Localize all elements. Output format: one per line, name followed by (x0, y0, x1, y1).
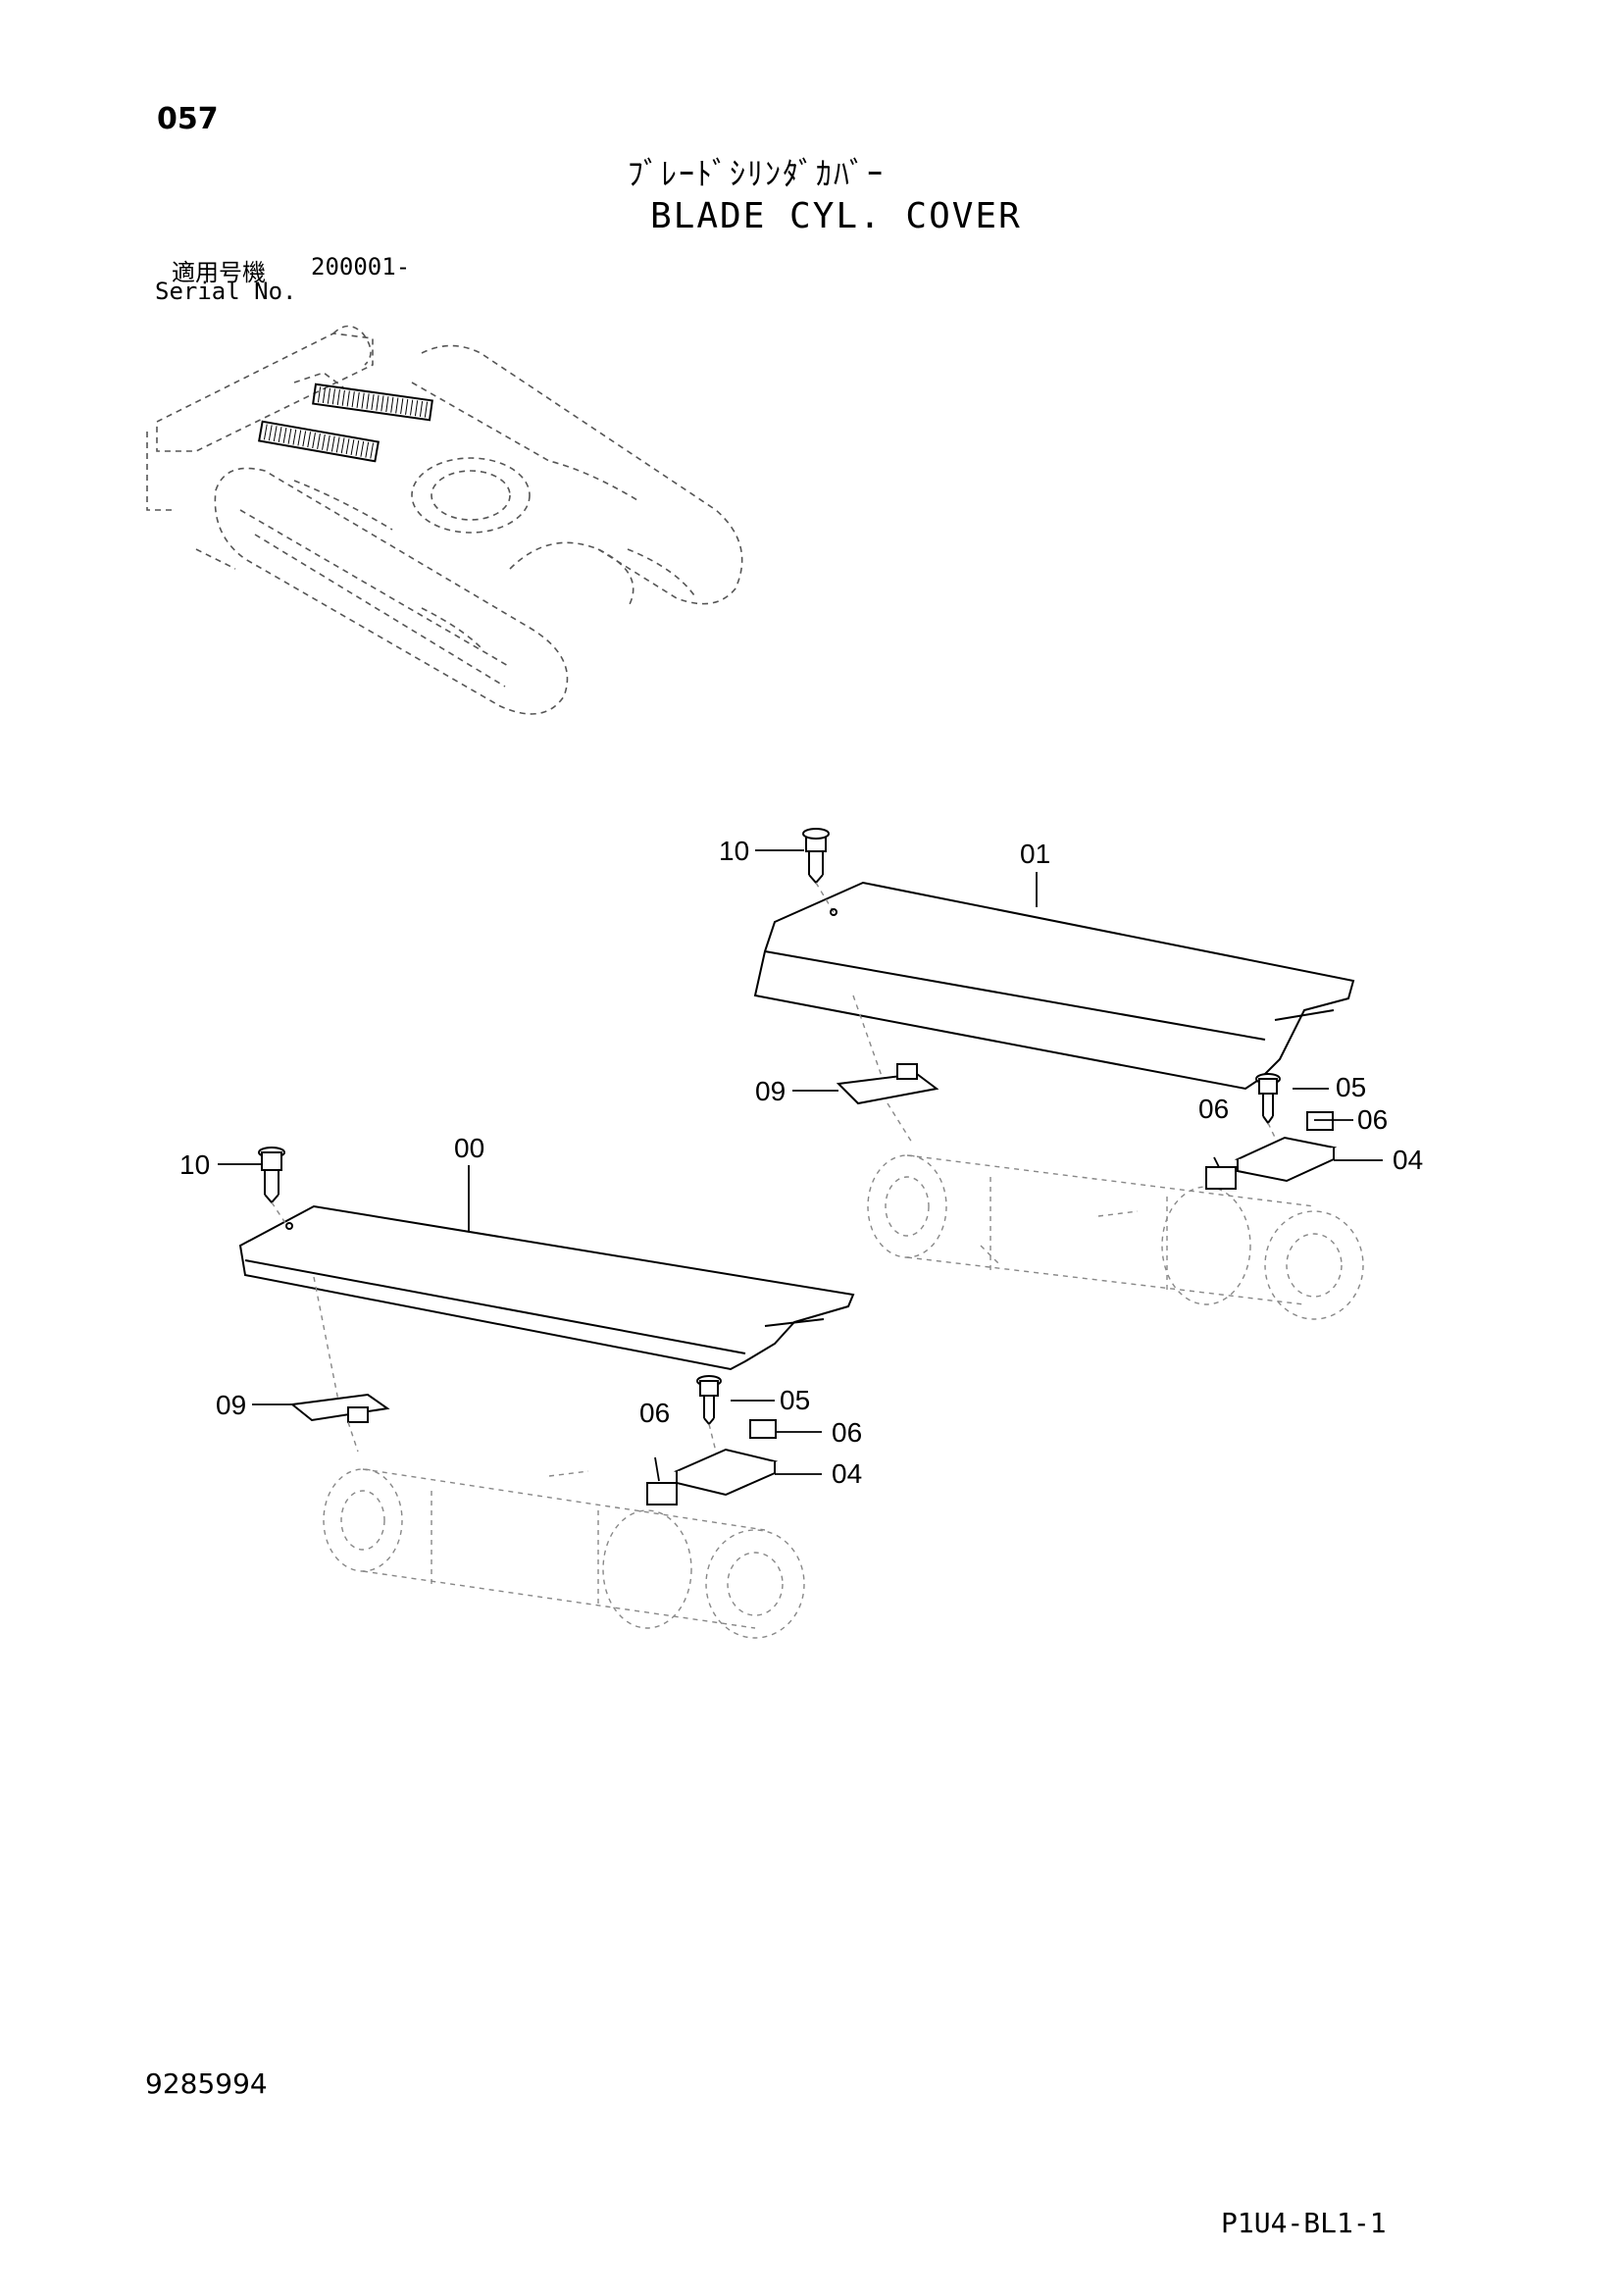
callout-lower-screw: 05 (780, 1385, 810, 1415)
callout-upper-screw: 05 (1336, 1072, 1366, 1102)
lower-cover-assembly (218, 1147, 855, 1639)
callout-upper-spacer-right: 06 (1357, 1104, 1388, 1135)
drawing-number: 9285994 (145, 2067, 268, 2100)
callout-upper-cover: 01 (1020, 839, 1050, 869)
title-english: BLADE CYL. COVER (650, 196, 1022, 236)
bolt-icon (802, 828, 830, 885)
sheet-code: P1U4-BL1-1 (1221, 2207, 1387, 2239)
blade-cylinder-lower (323, 1468, 805, 1639)
bracket-part-09 (836, 1072, 939, 1105)
blade-cylinder-upper (867, 1154, 1364, 1320)
bracket-part-09 (289, 1393, 390, 1422)
cover-part-01 (753, 881, 1355, 1091)
callout-lower-bracket: 09 (216, 1390, 246, 1420)
callout-lower-plate: 04 (832, 1458, 862, 1489)
callout-upper-bolt: 10 (719, 836, 749, 866)
page-number: 057 (157, 102, 219, 136)
callout-lower-spacer-right: 06 (832, 1417, 862, 1448)
spacer-part-06-left (1205, 1166, 1237, 1190)
screw-icon (696, 1375, 722, 1426)
serial-value: 200001- (311, 253, 411, 281)
cover-part-00 (238, 1204, 855, 1371)
callout-lower-cover: 00 (454, 1133, 484, 1163)
serial-label-japanese: 適用号機 (172, 259, 266, 286)
upper-cover-assembly (753, 828, 1383, 1320)
spacer-part-06-right (1306, 1111, 1334, 1131)
title-japanese: ﾌﾞﾚｰﾄﾞｼﾘﾝﾀﾞｶﾊﾞｰ (628, 155, 886, 192)
spacer-part-06-right (749, 1419, 777, 1439)
spacer-part-06-left (646, 1482, 678, 1505)
screw-icon (1255, 1073, 1281, 1125)
undercarriage-overview-illustration (146, 325, 743, 715)
callout-lower-spacer-left: 06 (639, 1398, 670, 1428)
callout-upper-spacer-left: 06 (1198, 1094, 1229, 1124)
bolt-icon (258, 1147, 285, 1204)
callout-upper-bracket: 09 (755, 1076, 786, 1106)
callout-upper-plate: 04 (1393, 1145, 1423, 1175)
callout-lower-bolt: 10 (179, 1149, 210, 1180)
serial-label-english: Serial No. (155, 278, 297, 305)
